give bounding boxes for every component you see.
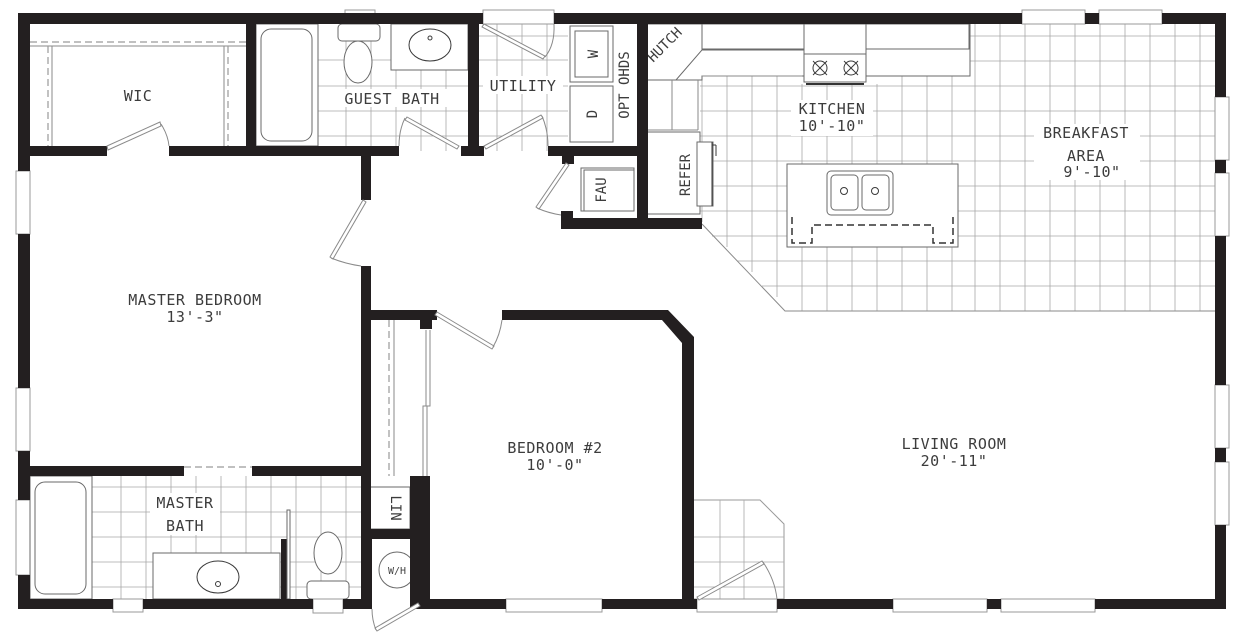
water-heater-door[interactable] bbox=[371, 602, 421, 632]
master-bath-vanity-sink bbox=[152, 552, 281, 600]
master-bedroom-size: 13'-3" bbox=[166, 308, 223, 326]
tile-floor-entry bbox=[691, 499, 785, 600]
master-bedroom-label: MASTER BEDROOM bbox=[128, 291, 261, 309]
breakfast-area-label: BREAKFAST bbox=[1043, 124, 1129, 142]
wic-shelving bbox=[30, 41, 246, 146]
bedroom2-label: BEDROOM #2 bbox=[507, 439, 602, 457]
master-bath-label: MASTER bbox=[156, 494, 214, 512]
wic-label: WIC bbox=[124, 87, 153, 105]
utility-exterior-door[interactable] bbox=[481, 23, 555, 60]
washer: W bbox=[569, 25, 614, 83]
refer-label: REFER bbox=[678, 153, 694, 196]
dryer: D bbox=[569, 85, 614, 143]
washer-label: W bbox=[586, 49, 602, 58]
opt-ohds-label: OPT OHDS bbox=[617, 51, 633, 118]
guest-bath-label: GUEST BATH bbox=[344, 90, 439, 108]
master-bath-partition bbox=[281, 539, 287, 599]
bedroom2-size: 10'-0" bbox=[526, 456, 583, 474]
master-bath-glass-panel bbox=[286, 509, 291, 600]
dryer-label: D bbox=[585, 110, 601, 118]
guest-bath-bathtub bbox=[255, 23, 319, 147]
master-bath-label-2: BATH bbox=[166, 517, 204, 535]
refrigerator: REFER bbox=[646, 131, 717, 215]
utility-label: UTILITY bbox=[490, 77, 557, 95]
water-heater: W/H bbox=[378, 551, 416, 589]
master-bedroom-door[interactable] bbox=[329, 199, 367, 267]
utility-door[interactable] bbox=[483, 114, 549, 150]
breakfast-area-size: 9'-10" bbox=[1063, 163, 1120, 181]
room-labels: WIC GUEST BATH UTILITY KITCHEN 10'-10" B… bbox=[124, 76, 1140, 535]
kitchen-size: 10'-10" bbox=[799, 117, 866, 135]
kitchen-label: KITCHEN bbox=[799, 100, 866, 118]
burner-icon bbox=[843, 60, 859, 76]
doors bbox=[106, 23, 778, 632]
living-room-label: LIVING ROOM bbox=[902, 435, 1007, 453]
walls bbox=[18, 13, 1226, 609]
water-heater-label: W/H bbox=[388, 566, 406, 577]
breakfast-area-label-2: AREA bbox=[1067, 147, 1105, 165]
burner-icon bbox=[812, 60, 828, 76]
fau-label: FAU bbox=[594, 177, 610, 202]
tile-floor-kitchen bbox=[700, 24, 1215, 312]
wic-door[interactable] bbox=[106, 121, 170, 151]
linen-label: LIN bbox=[387, 495, 403, 520]
entry-door[interactable] bbox=[696, 560, 778, 601]
bedroom2-door[interactable] bbox=[434, 311, 503, 350]
master-bath-toilet bbox=[306, 531, 350, 614]
kitchen-island bbox=[786, 163, 959, 248]
fau-furnace: FAU bbox=[580, 167, 635, 212]
guest-bath-vanity-sink bbox=[390, 23, 469, 71]
kitchen-range bbox=[803, 23, 867, 85]
living-room-size: 20'-11" bbox=[921, 452, 988, 470]
guest-bath-door[interactable] bbox=[398, 116, 460, 150]
bedroom2-closet bbox=[388, 320, 431, 476]
kitchen-counters bbox=[646, 23, 971, 131]
fau-door[interactable] bbox=[535, 162, 570, 216]
